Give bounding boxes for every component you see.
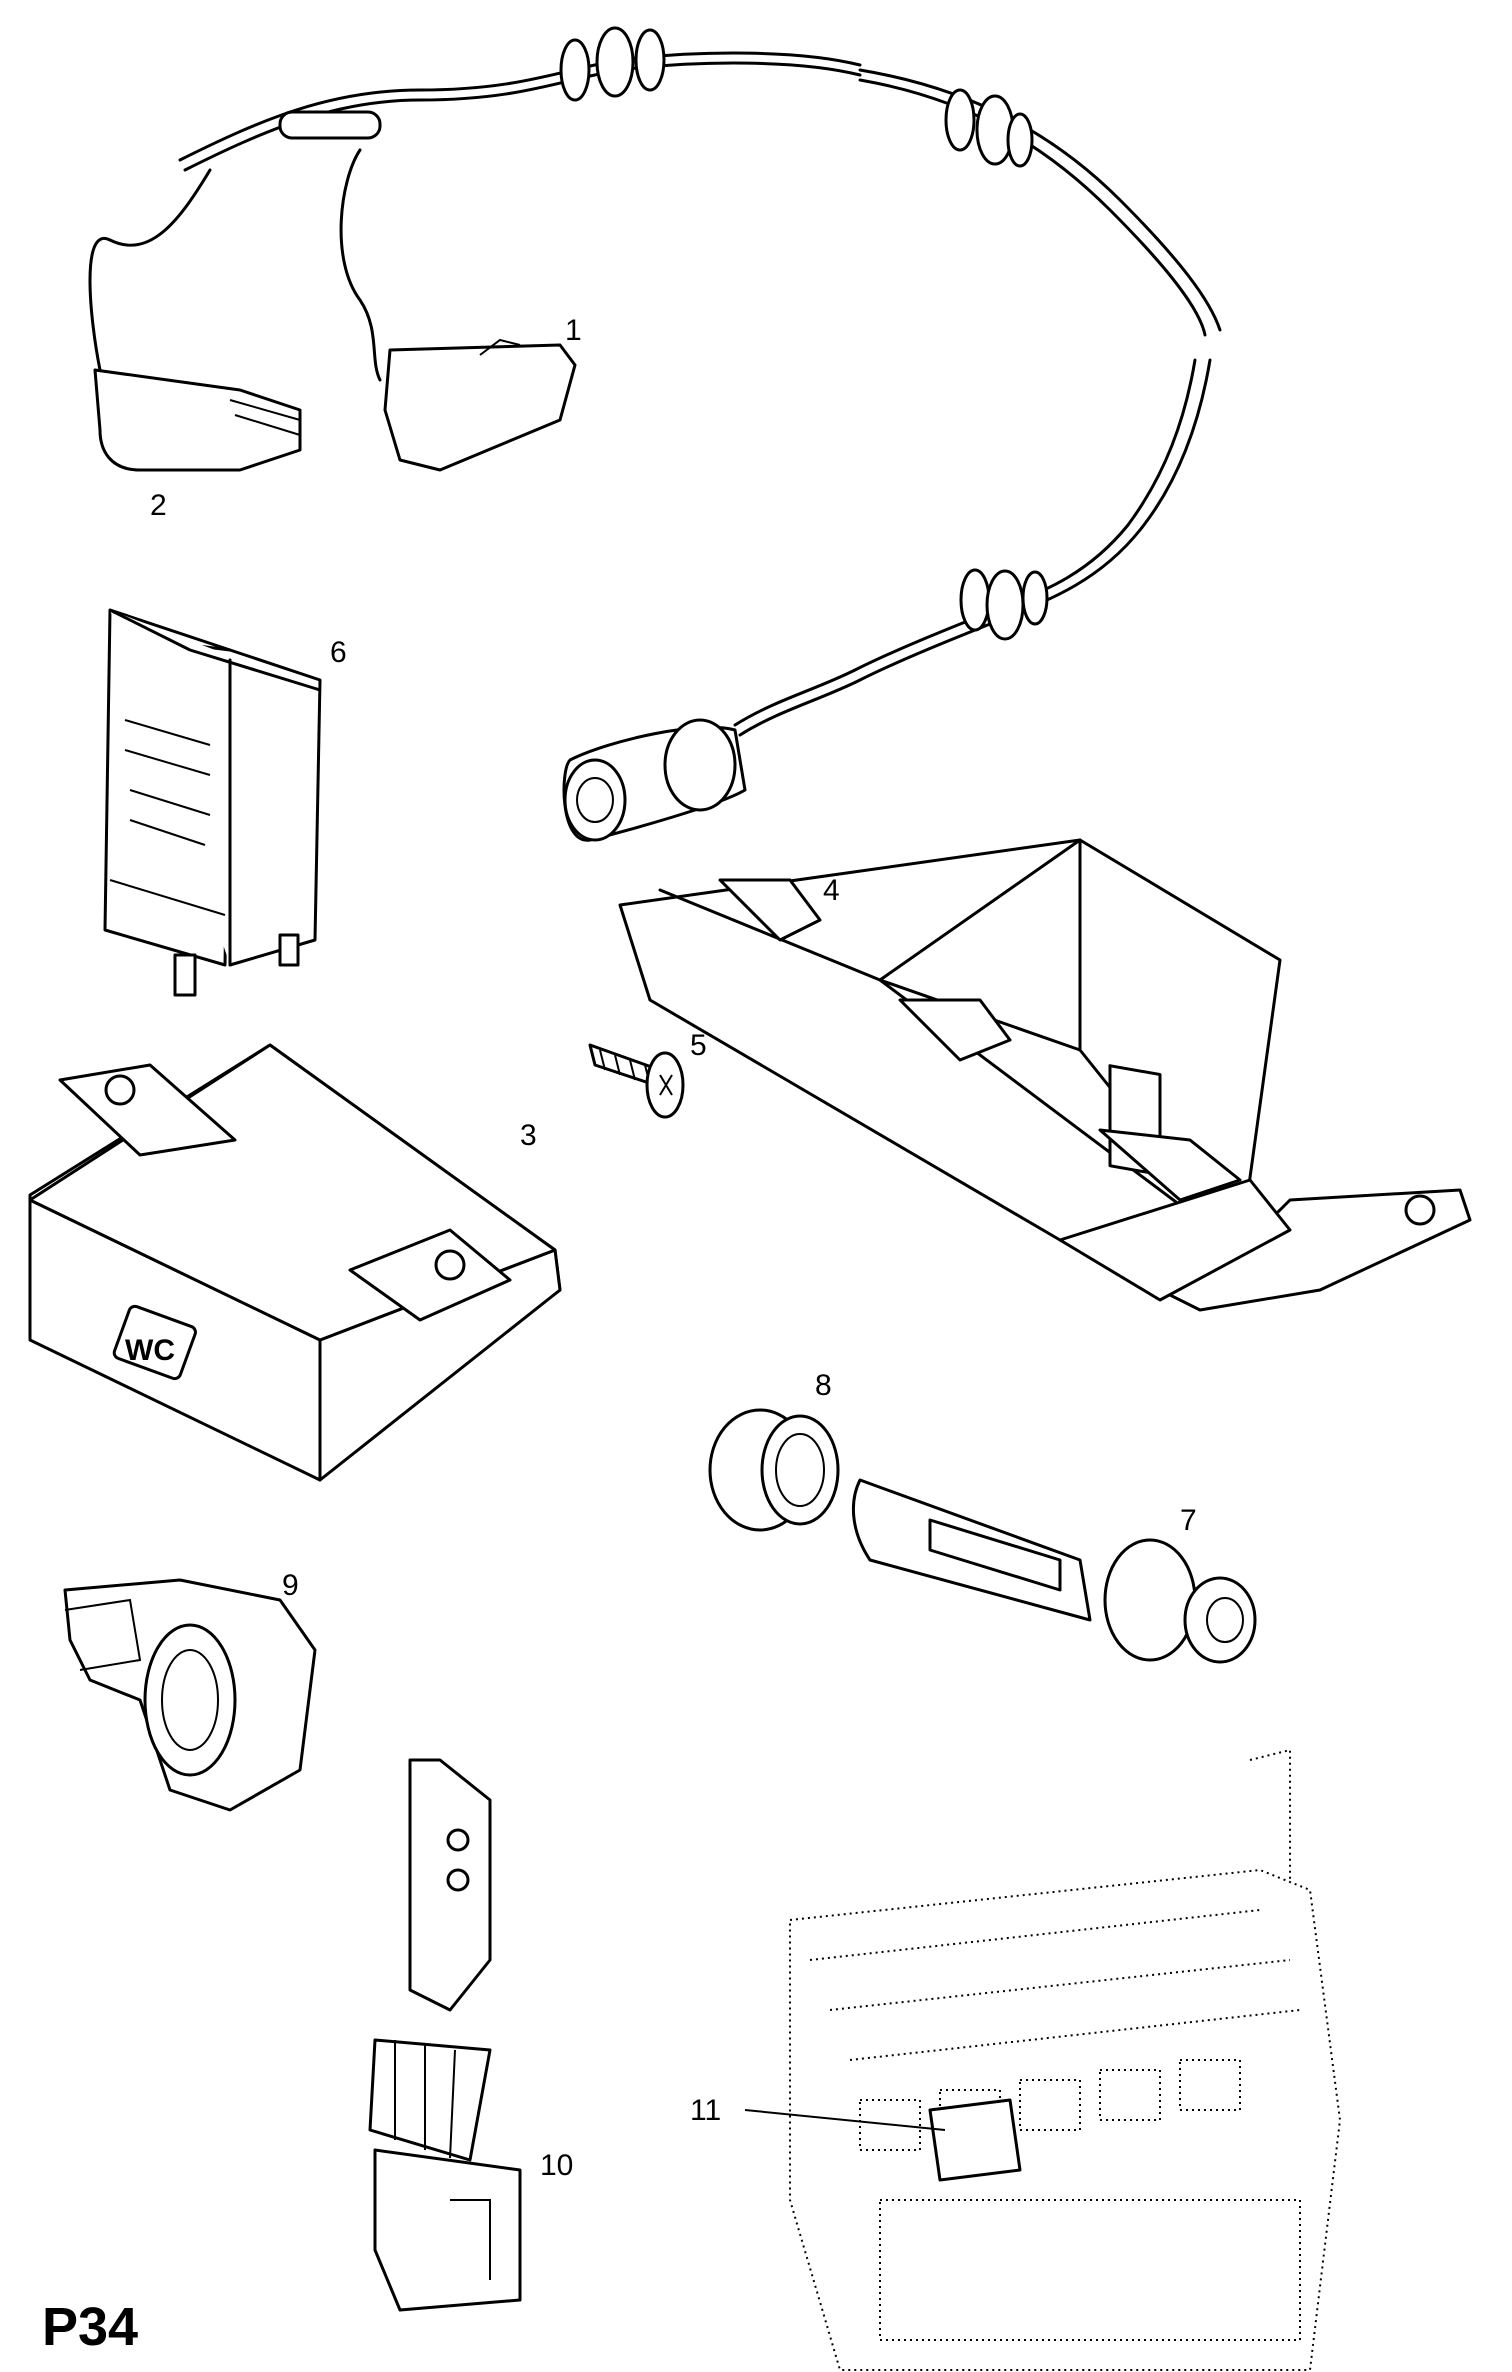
terminal — [368, 1758, 522, 2312]
callout-8: 8 — [815, 1369, 832, 1402]
leader-11 — [744, 2109, 946, 2131]
grommet — [708, 1408, 840, 1532]
callout-10: 10 — [540, 2149, 573, 2182]
socket — [63, 1578, 317, 1812]
lamp-holder — [851, 1478, 1257, 1664]
relay — [103, 608, 322, 997]
callout-1: 1 — [565, 314, 582, 347]
screw — [588, 1043, 685, 1119]
callout-3: 3 — [520, 1119, 537, 1152]
callout-6: 6 — [330, 636, 347, 669]
fuse-relay-box — [789, 1748, 1342, 2371]
module-label: WC — [125, 1334, 175, 1367]
cable-harness — [88, 26, 1222, 842]
callout-5: 5 — [690, 1029, 707, 1062]
control-module: WC — [28, 1043, 562, 1482]
callout-4: 4 — [823, 874, 840, 907]
callout-2: 2 — [150, 489, 167, 522]
callout-11: 11 — [690, 2094, 721, 2127]
callout-9: 9 — [282, 1569, 299, 1602]
bracket — [618, 838, 1472, 1312]
page-code: P34 — [42, 2297, 138, 2357]
callout-7: 7 — [1180, 1504, 1197, 1537]
